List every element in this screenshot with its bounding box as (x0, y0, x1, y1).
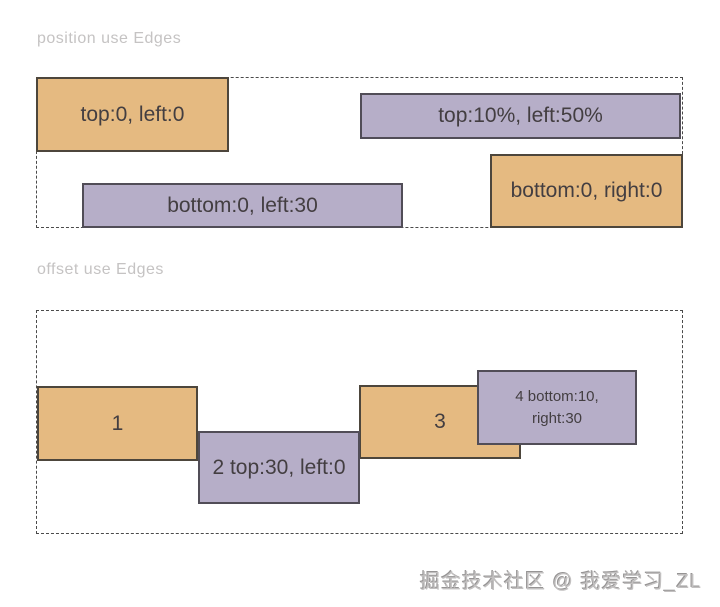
box-bottom0-left30: bottom:0, left:30 (82, 183, 403, 228)
box-top0-left0: top:0, left:0 (36, 77, 229, 152)
box-label: bottom:0, left:30 (167, 193, 318, 217)
box-offset-4-bottom10-right30: 4 bottom:10, right:30 (477, 370, 637, 445)
section-title-position: position use Edges (37, 30, 182, 47)
box-label: 2 top:30, left:0 (212, 455, 346, 479)
box-label: 1 (111, 411, 124, 435)
box-label: 3 (434, 410, 446, 434)
box-offset-1: 1 (37, 386, 198, 461)
box-offset-2-top30-left0: 2 top:30, left:0 (198, 431, 360, 504)
watermark: 掘金技术社区 @ 我爱学习_ZL (420, 571, 702, 593)
box-label: bottom:0, right:0 (510, 179, 663, 203)
box-label: top:0, left:0 (80, 102, 185, 126)
box-label: 4 bottom:10, right:30 (515, 387, 599, 427)
offset-container-outline (36, 310, 683, 534)
box-top10pct-left50pct: top:10%, left:50% (360, 93, 681, 139)
box-bottom0-right0: bottom:0, right:0 (490, 154, 683, 228)
section-title-offset: offset use Edges (37, 261, 164, 278)
box-label: top:10%, left:50% (438, 104, 603, 128)
